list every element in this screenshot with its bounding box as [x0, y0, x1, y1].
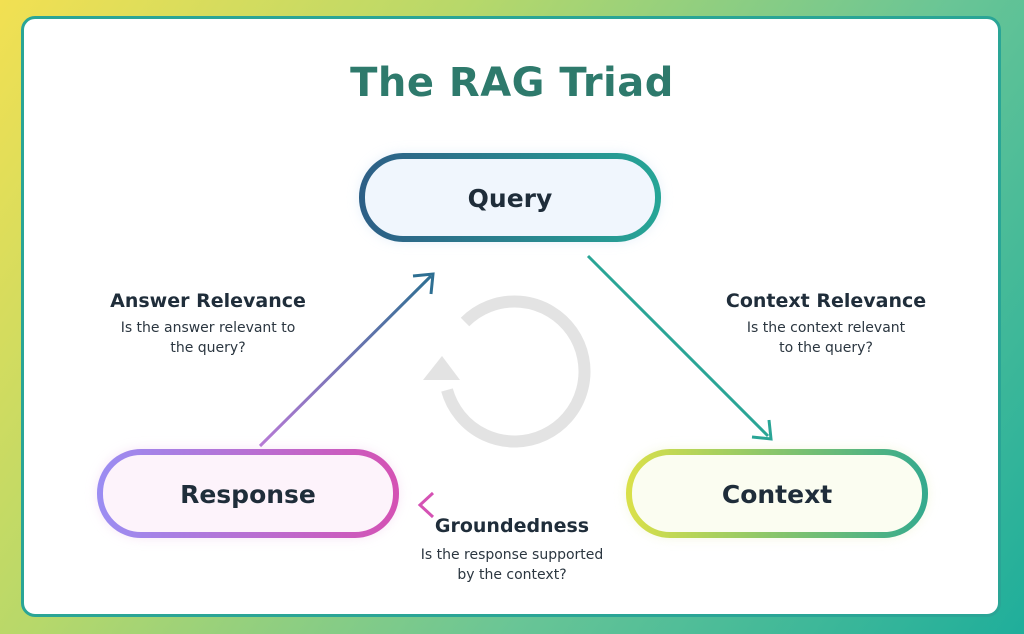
- groundedness-desc-line1: Is the response supported: [420, 547, 604, 563]
- context-relevance-desc-line1: Is the context relevant: [746, 320, 906, 336]
- answer-relevance-arrow: [258, 272, 435, 448]
- context-relevance-arrow: [586, 254, 773, 441]
- groundedness-arrow: [417, 491, 627, 519]
- context-label: Context: [721, 480, 833, 509]
- page-title: The RAG Triad: [350, 60, 674, 106]
- response-label: Response: [180, 480, 316, 509]
- answer-relevance-desc-line2: the query?: [170, 340, 246, 356]
- query-node: [359, 153, 661, 242]
- context-relevance-desc-line2: to the query?: [779, 340, 873, 356]
- answer-relevance-title: Answer Relevance: [110, 290, 306, 312]
- response-node: [97, 449, 399, 538]
- query-label: Query: [467, 184, 553, 213]
- groundedness-title: Groundedness: [434, 515, 590, 537]
- groundedness-desc-line2: by the context?: [457, 567, 567, 583]
- answer-relevance-desc-line1: Is the answer relevant to: [120, 320, 296, 336]
- context-node: [626, 449, 928, 538]
- context-relevance-title: Context Relevance: [725, 290, 927, 312]
- refresh-icon: [423, 295, 591, 448]
